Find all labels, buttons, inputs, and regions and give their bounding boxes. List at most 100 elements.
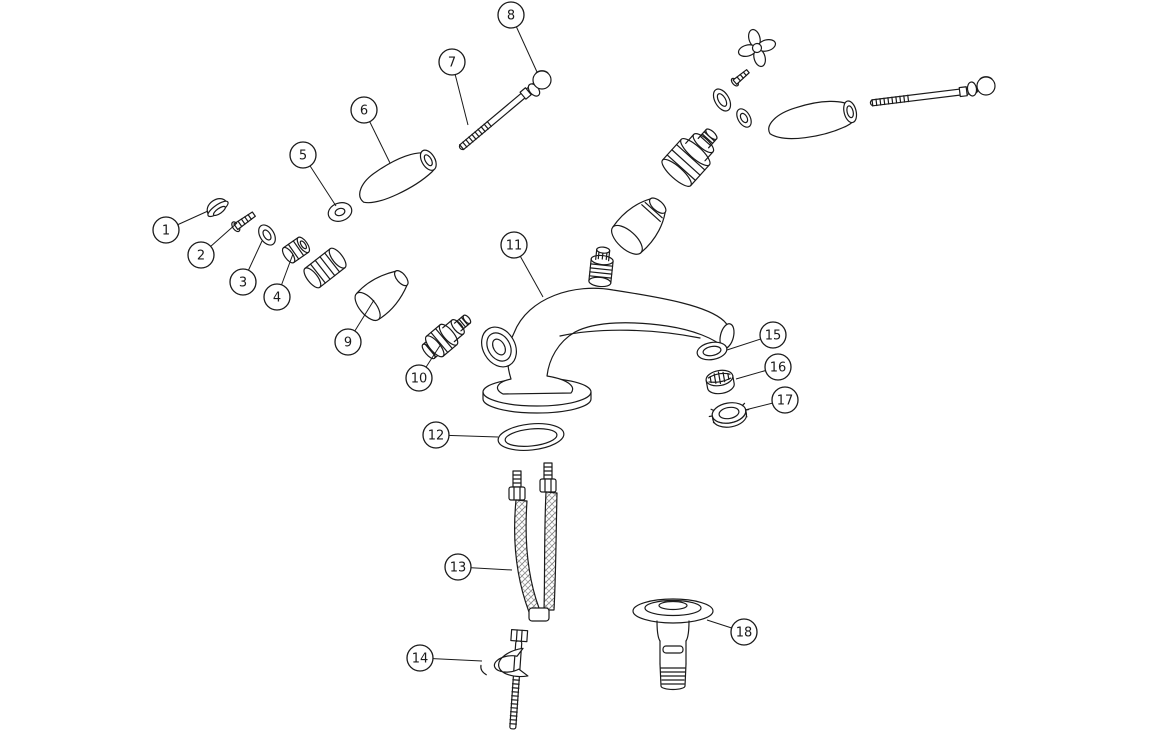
callout-17: 17 bbox=[744, 386, 799, 414]
part-4-ribbed-barrel-shape bbox=[304, 248, 331, 269]
callout-number: 5 bbox=[299, 149, 307, 164]
callout-15: 15 bbox=[726, 321, 787, 351]
part-1-index-cap-shape bbox=[212, 205, 226, 217]
callout-number: 17 bbox=[777, 394, 794, 409]
callout-11: 11 bbox=[500, 231, 544, 298]
callout-balloon bbox=[444, 553, 472, 581]
part-11-faucet-body-shape bbox=[588, 246, 614, 288]
part-17-aerator-nut-shape bbox=[718, 406, 740, 420]
callout-balloon bbox=[289, 141, 317, 169]
callout-4: 4 bbox=[263, 253, 294, 311]
hot-spindle-shape bbox=[899, 95, 902, 104]
callout-2: 2 bbox=[187, 222, 238, 269]
part-4-valve-adapter-shape bbox=[293, 251, 310, 264]
hot-valve-shroud-shape bbox=[644, 201, 663, 219]
part-14-mounting-clamp-shape-shape bbox=[515, 629, 518, 642]
hot-spindle-shape bbox=[887, 97, 890, 105]
callout-9: 9 bbox=[334, 299, 375, 356]
part-4-ribbed-barrel-shape bbox=[324, 252, 341, 273]
part-3-washer bbox=[258, 224, 276, 246]
part-11-faucet-body-shape-shape bbox=[589, 267, 613, 271]
callout-number: 2 bbox=[197, 249, 205, 264]
part-11-faucet-body-shape-shape bbox=[595, 248, 598, 260]
callout-balloon bbox=[759, 321, 787, 349]
hot-spindle-shape bbox=[907, 94, 910, 103]
hot-valve-cartridge-shape bbox=[675, 143, 706, 171]
part-7-spindle-shape bbox=[486, 120, 492, 128]
part-17-aerator-nut bbox=[708, 402, 750, 428]
part-18-waste-shape bbox=[685, 620, 690, 642]
part-9-shroud-shape bbox=[393, 270, 409, 287]
part-11-faucet-body-shape bbox=[492, 338, 506, 356]
part-2-screw bbox=[231, 211, 256, 233]
callout-balloon bbox=[422, 421, 450, 449]
hot-spindle-shape bbox=[891, 96, 894, 105]
part-13-flexi-hoses bbox=[508, 462, 558, 622]
part-13-flexi-hoses-shape bbox=[508, 486, 526, 501]
hot-valve-ring-large bbox=[712, 88, 732, 112]
part-4-valve-adapter-shape bbox=[292, 240, 305, 257]
part-10-cartridge-shape bbox=[456, 320, 464, 330]
part-13-flexi-hoses-shape bbox=[543, 491, 558, 611]
part-2-screw-shape bbox=[247, 214, 252, 220]
part-7-spindle-shape bbox=[462, 141, 468, 148]
callout-1: 1 bbox=[152, 210, 209, 244]
part-3-washer-shape bbox=[262, 229, 272, 241]
part-11-faucet-body-shape bbox=[559, 329, 701, 339]
part-15-ring bbox=[696, 341, 728, 361]
part-7-spindle bbox=[458, 82, 539, 151]
callout-number: 10 bbox=[411, 372, 428, 387]
hot-valve-cartridge-shape bbox=[661, 158, 692, 187]
callout-13: 13 bbox=[444, 553, 513, 581]
part-8-finial-shape bbox=[532, 70, 552, 90]
part-18-waste-shape bbox=[662, 645, 684, 654]
hot-valve-cartridge-shape bbox=[666, 154, 697, 181]
part-14-mounting-clamp-shape bbox=[509, 628, 529, 730]
part-10-cartridge-shape bbox=[462, 314, 472, 325]
hot-valve-shroud bbox=[610, 197, 667, 255]
part-9-shroud bbox=[354, 270, 409, 322]
part-10-cartridge-shape bbox=[458, 318, 467, 328]
callout-12: 12 bbox=[422, 421, 499, 449]
part-10-cartridge-shape bbox=[442, 344, 458, 357]
hot-spindle-shape bbox=[875, 98, 878, 107]
part-10-cartridge-shape bbox=[453, 333, 465, 343]
hot-valve-cartridge-shape bbox=[671, 149, 701, 176]
hot-valve-cartridge-shape bbox=[699, 135, 712, 147]
part-16-aerator-shape bbox=[708, 377, 732, 383]
part-4-ribbed-barrel-shape bbox=[314, 259, 331, 280]
hot-valve-shroud-shape bbox=[610, 224, 643, 255]
part-10-cartridge-shape bbox=[430, 331, 449, 353]
callout-number: 9 bbox=[344, 336, 352, 351]
part-11-faucet-body-shape-shape bbox=[608, 250, 611, 262]
part-10-cartridge bbox=[421, 314, 472, 360]
callout-balloon bbox=[187, 241, 215, 269]
callout-8: 8 bbox=[497, 1, 538, 73]
part-4-valve-adapter bbox=[281, 236, 311, 264]
part-18-waste-shape bbox=[656, 620, 661, 642]
callout-balloon bbox=[500, 231, 528, 259]
callout-number: 1 bbox=[162, 224, 170, 239]
part-1-index-cap bbox=[206, 197, 229, 218]
part-4-valve-adapter-shape bbox=[282, 236, 299, 249]
hot-spindle-shape bbox=[883, 97, 886, 106]
callout-balloon bbox=[229, 268, 257, 296]
hot-valve-cross-knob-shape bbox=[751, 42, 763, 54]
part-8-finial-shape bbox=[535, 70, 549, 74]
part-18-waste-shape bbox=[659, 663, 687, 691]
part-7-spindle-shape bbox=[474, 131, 480, 138]
part-11-faucet-body-shape-shape bbox=[588, 258, 592, 282]
part-7-spindle-shape bbox=[480, 126, 486, 133]
hot-valve-screw-shape bbox=[742, 71, 747, 77]
hot-spindle-shape bbox=[903, 95, 906, 103]
callout-number: 13 bbox=[450, 561, 467, 576]
part-17-aerator-nut-shape bbox=[711, 409, 748, 428]
part-11-faucet-body bbox=[481, 246, 735, 414]
part-17-aerator-nut-shape bbox=[741, 402, 746, 407]
callout-number: 11 bbox=[506, 239, 523, 254]
part-6-handle-lever-shape bbox=[423, 154, 433, 167]
part-4-ribbed-barrel-shape bbox=[319, 256, 336, 277]
callout-number: 7 bbox=[448, 56, 456, 71]
part-4-ribbed-barrel bbox=[303, 247, 347, 289]
